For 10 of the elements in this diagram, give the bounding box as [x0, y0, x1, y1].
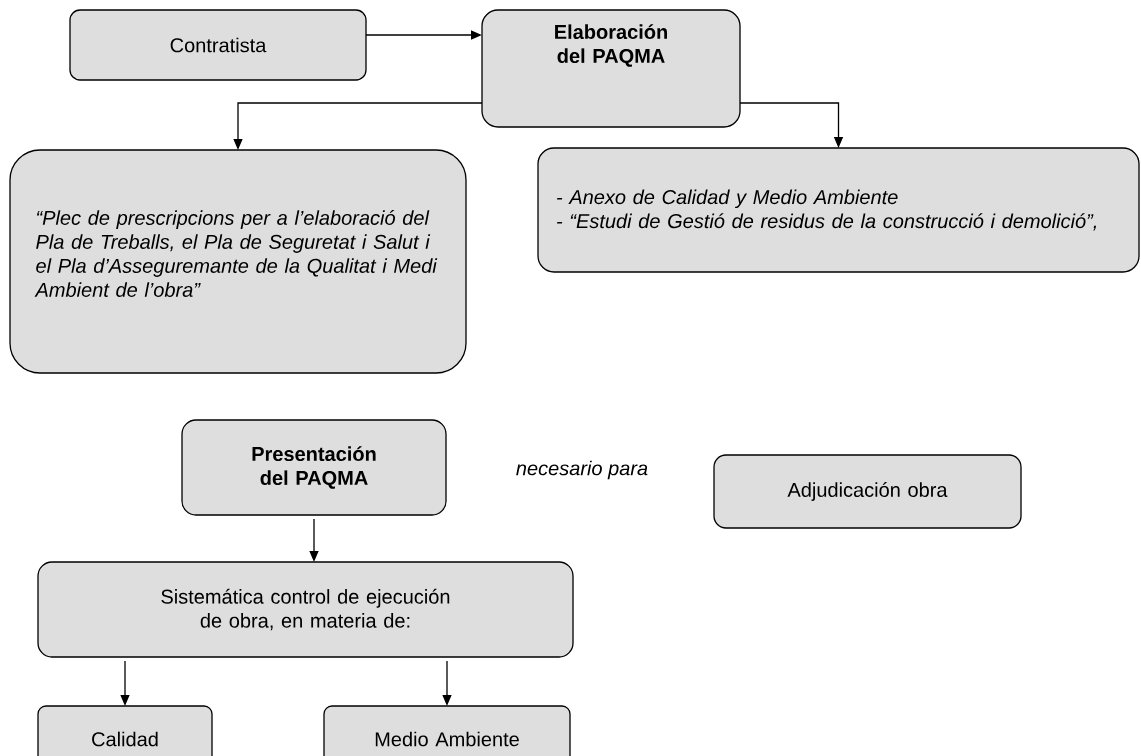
- process-box: Presentación del PAQMA: [181, 419, 447, 516]
- process-box: Elaboración del PAQMA: [481, 9, 741, 128]
- process-box: Sistemática control de ejecución de obra, en materia de:: [37, 561, 574, 658]
- process-box: - Anexo de Calidad y Medio Ambiente - “Estudi de Gestió de residus de la construcció i demolició”,: [537, 147, 1140, 273]
- note-text: necesario para: [516, 460, 648, 480]
- process-box: Calidad: [37, 705, 213, 756]
- process-box: Contratista: [69, 9, 367, 81]
- process-box: Medio Ambiente: [323, 705, 571, 756]
- process-box: “Plec de prescripcions per a l’elaboració del Pla de Treballs, el Pla de Seguretat i Salut i el Pla d’Asseguremante de la Qualitat i Medi Ambient de l’obra”: [9, 149, 467, 374]
- process-box: Adjudicación obra: [713, 454, 1022, 529]
